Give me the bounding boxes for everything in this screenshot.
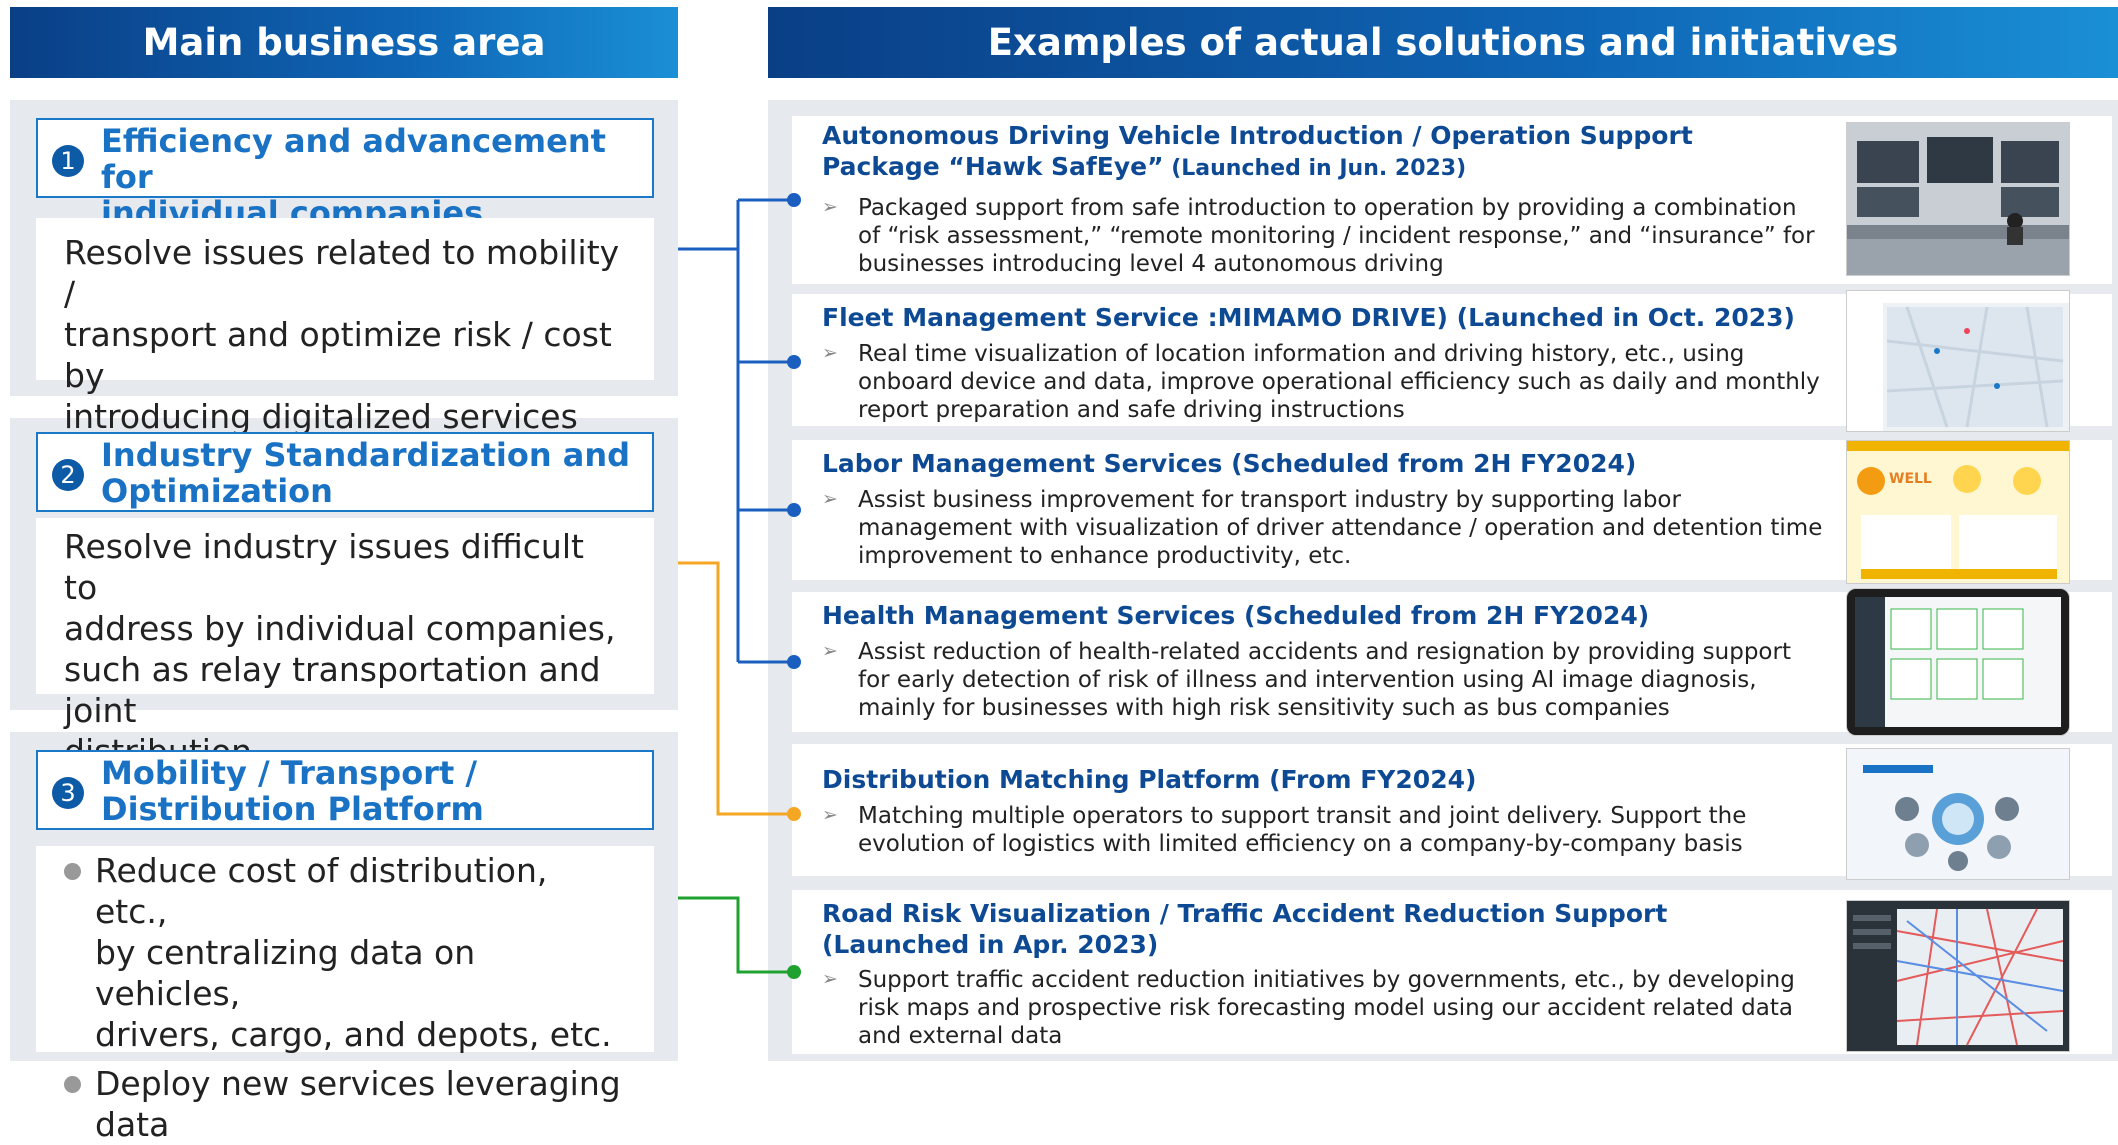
header-solutions-examples: Examples of actual solutions and initiat… xyxy=(768,7,2118,78)
thumbnail-labor-management-flyer: WELL xyxy=(1846,440,2070,584)
solution-description: ➢ Assist reduction of health-related acc… xyxy=(822,639,1791,721)
area-2-description: Resolve industry issues difficult to add… xyxy=(36,518,654,771)
thumbnail-distribution-platform xyxy=(1846,748,2070,880)
connector-green xyxy=(678,896,792,974)
solution-title: Fleet Management Service :MIMAMO DRIVE) … xyxy=(822,303,1795,332)
area-1-description: Resolve issues related to mobility / tra… xyxy=(36,218,654,436)
bullet-dot xyxy=(64,1076,81,1093)
bullet-dot xyxy=(64,863,81,880)
arrow-bullet-icon: ➢ xyxy=(822,640,838,662)
connector-lines xyxy=(678,193,801,979)
area-3-title-box: 3 Mobility / Transport /Distribution Pla… xyxy=(36,750,654,830)
connector-dot-blue xyxy=(787,355,801,369)
connector-dot-blue xyxy=(787,193,801,207)
thumbnail-control-room-photo xyxy=(1846,122,2070,276)
solution-description: ➢ Real time visualization of location in… xyxy=(822,341,1820,423)
solution-title: Labor Management Services (Scheduled fro… xyxy=(822,449,1637,478)
thumbnail-health-tablet xyxy=(1846,588,2070,736)
solution-title: Health Management Services (Scheduled fr… xyxy=(822,601,1650,630)
connector-blue xyxy=(678,198,792,664)
arrow-bullet-icon: ➢ xyxy=(822,804,838,826)
solution-card-health-management: Health Management Services (Scheduled fr… xyxy=(792,592,2112,732)
connector-dot-green xyxy=(787,965,801,979)
area-3-title: Mobility / Transport /Distribution Platf… xyxy=(101,754,484,828)
number-badge-3: 3 xyxy=(52,777,84,809)
connector-orange xyxy=(678,561,792,816)
solution-title: Road Risk Visualization / Traffic Accide… xyxy=(822,899,1668,959)
number-badge-2: 2 xyxy=(52,459,84,491)
area-3-bullet-1: Reduce cost of distribution, etc.,by cen… xyxy=(64,850,626,1055)
arrow-bullet-icon: ➢ xyxy=(822,488,838,510)
thumbnail-risk-map xyxy=(1846,900,2070,1052)
thumbnail-fleet-map xyxy=(1846,290,2070,432)
thumbnail-brand-text: WELL xyxy=(1889,471,1932,487)
solution-title: Distribution Matching Platform (From FY2… xyxy=(822,765,1477,794)
arrow-bullet-icon: ➢ xyxy=(822,968,838,990)
solution-description: ➢ Packaged support from safe introductio… xyxy=(822,195,1815,277)
solution-description: ➢ Assist business improvement for transp… xyxy=(822,487,1823,569)
connector-dot-blue xyxy=(787,655,801,669)
arrow-bullet-icon: ➢ xyxy=(822,342,838,364)
connector-dot-orange xyxy=(787,807,801,821)
number-badge-1: 1 xyxy=(52,145,84,177)
header-main-business-area: Main business area xyxy=(10,7,678,78)
solution-description: ➢ Matching multiple operators to support… xyxy=(822,803,1747,857)
connector-dot-blue xyxy=(787,503,801,517)
solution-description: ➢ Support traffic accident reduction ini… xyxy=(822,967,1795,1049)
arrow-bullet-icon: ➢ xyxy=(822,196,838,218)
solution-title: Autonomous Driving Vehicle Introduction … xyxy=(822,121,1693,181)
